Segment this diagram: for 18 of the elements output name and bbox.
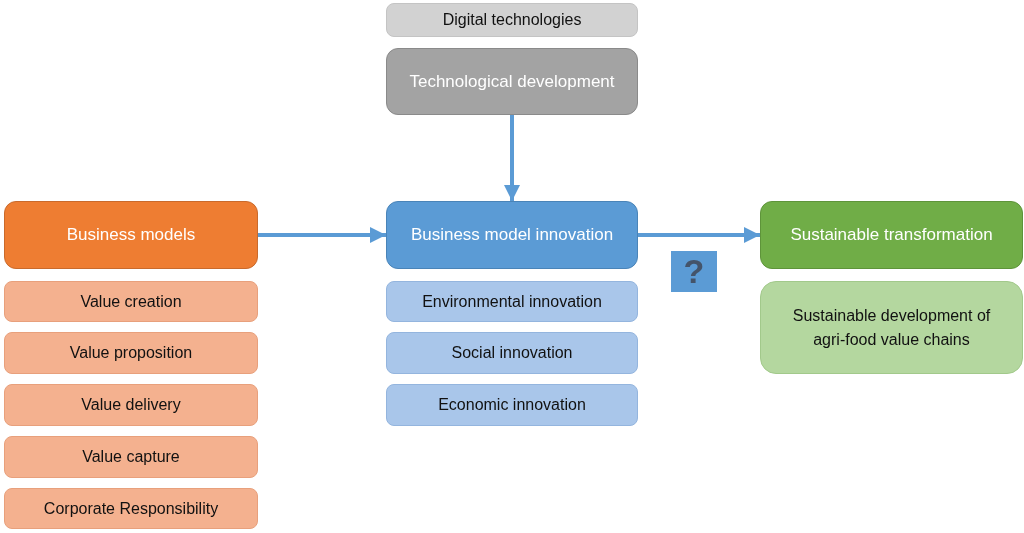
component-box: Corporate Responsibility	[4, 488, 258, 529]
component-box: Environmental innovation	[386, 281, 638, 322]
arrow	[638, 227, 760, 243]
process-box: Technological development	[386, 48, 638, 115]
category-box: Digital technologies	[386, 3, 638, 37]
component-box: Value proposition	[4, 332, 258, 374]
component-box: Value creation	[4, 281, 258, 322]
process-box: Business models	[4, 201, 258, 269]
arrow	[258, 227, 386, 243]
outcome-box: Sustainable development of agri-food value chains	[760, 281, 1023, 374]
process-box: Sustainable transformation	[760, 201, 1023, 269]
arrow	[504, 115, 520, 201]
question-box: ?	[671, 251, 717, 292]
component-box: Economic innovation	[386, 384, 638, 426]
process-box: Business model innovation	[386, 201, 638, 269]
component-box: Value capture	[4, 436, 258, 478]
component-box: Social innovation	[386, 332, 638, 374]
component-box: Value delivery	[4, 384, 258, 426]
